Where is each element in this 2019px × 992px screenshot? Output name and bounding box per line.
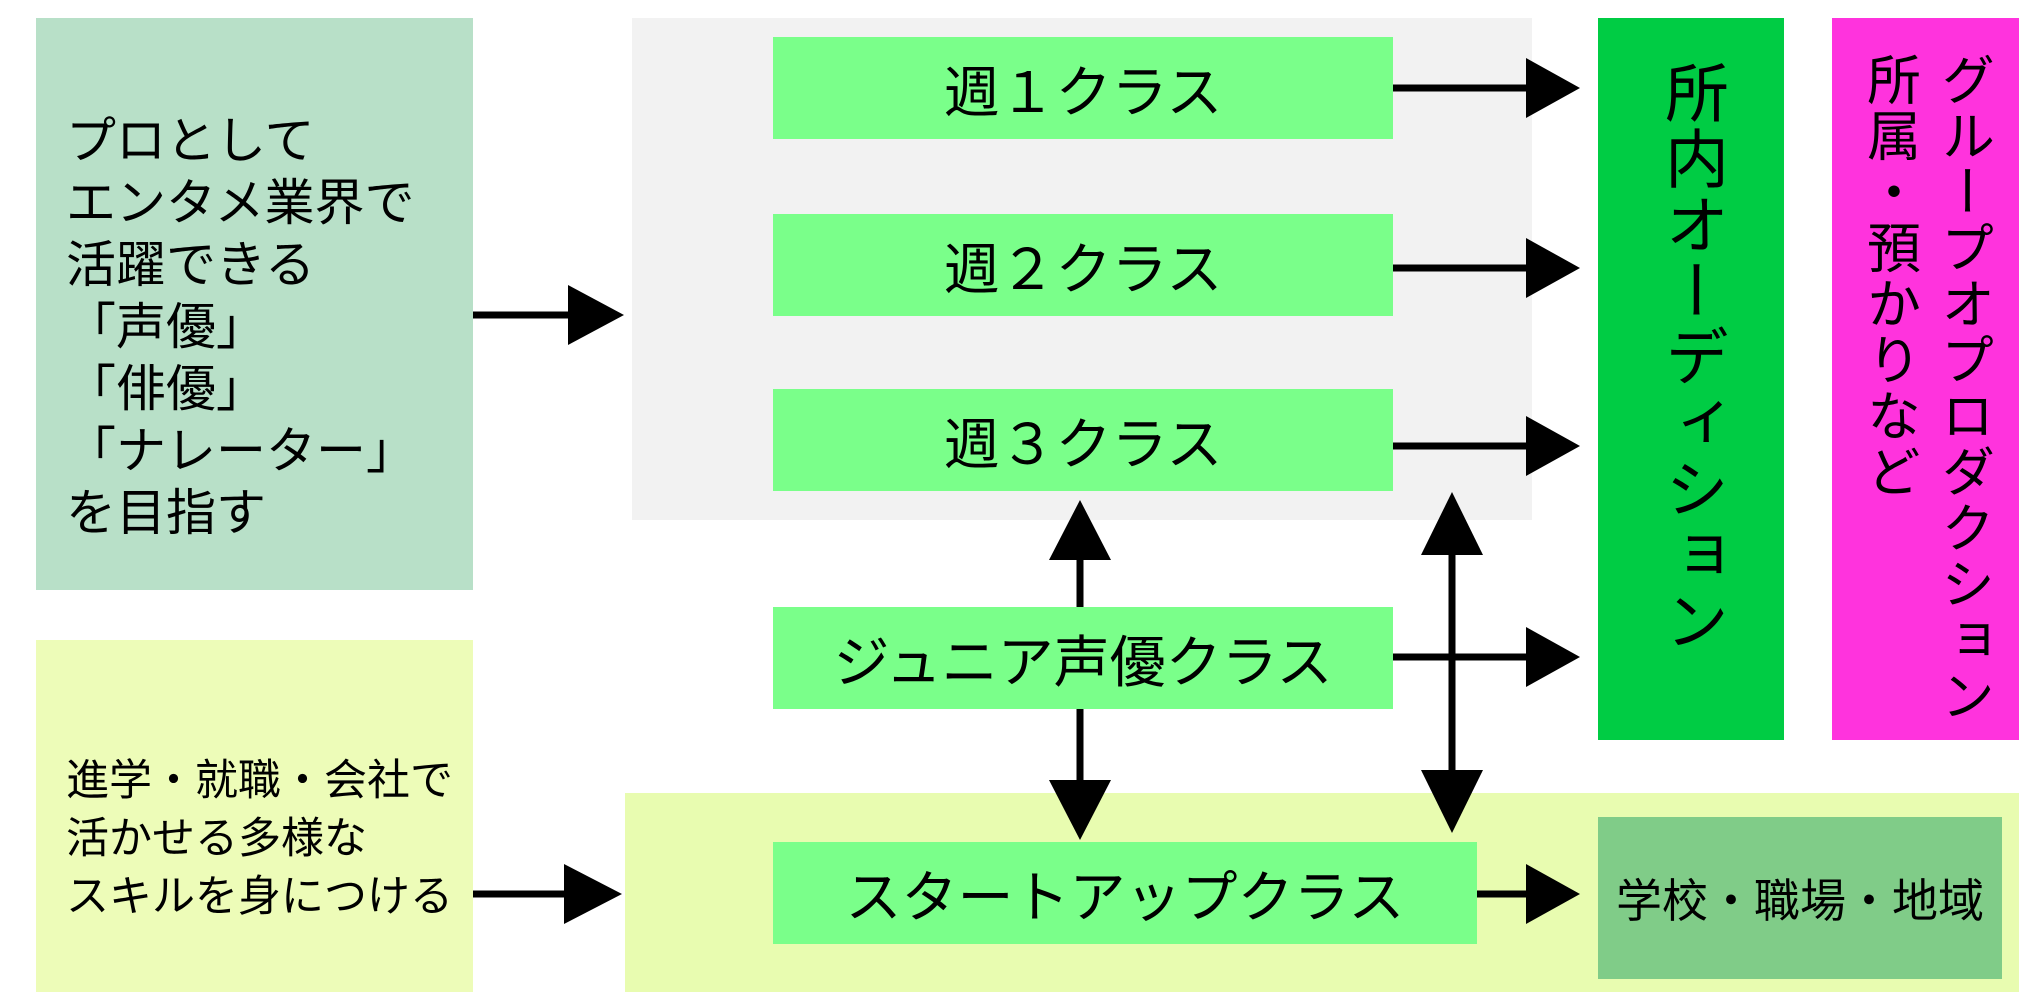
goal-pro-text: プロとして エンタメ業界で 活躍できる 「声優」 「俳優」 「ナレーター」 を目…	[66, 112, 416, 542]
destination-audition: 所内オーディション	[1598, 18, 1784, 740]
arrow-pro-to-classes	[473, 285, 624, 345]
goal-pro-box: プロとして エンタメ業界で 活躍できる 「声優」 「俳優」 「ナレーター」 を目…	[36, 18, 473, 590]
goal-skill-box: 進学・就職・会社で 活かせる多様な スキルを身につける	[36, 640, 473, 992]
destination-audition-text: 所内オーディション	[1654, 60, 1728, 654]
arrow-week3-to-audition	[1393, 416, 1580, 476]
destination-group-text: グループオプロダクション 所属・預かりなど	[1857, 52, 1995, 724]
arrow-junior-week3	[1049, 500, 1111, 607]
class-week1: 週１クラス	[773, 37, 1393, 139]
arrow-startup-to-local	[1477, 864, 1580, 924]
destination-local: 学校・職場・地域	[1598, 817, 2002, 979]
arrow-junior-startup	[1049, 709, 1111, 840]
class-week3: 週３クラス	[773, 389, 1393, 491]
arrow-skill-to-startup	[473, 864, 622, 924]
arrow-junior-to-audition	[1393, 627, 1580, 687]
arrow-week1-to-audition	[1393, 58, 1580, 118]
goal-skill-text: 進学・就職・会社で 活かせる多様な スキルを身につける	[66, 756, 453, 922]
class-junior: ジュニア声優クラス	[773, 607, 1393, 709]
arrow-classes-startup-double	[1421, 492, 1483, 833]
class-week2: 週２クラス	[773, 214, 1393, 316]
class-startup: スタートアップクラス	[773, 842, 1477, 944]
destination-group: グループオプロダクション 所属・預かりなど	[1832, 18, 2019, 740]
arrow-week2-to-audition	[1393, 238, 1580, 298]
